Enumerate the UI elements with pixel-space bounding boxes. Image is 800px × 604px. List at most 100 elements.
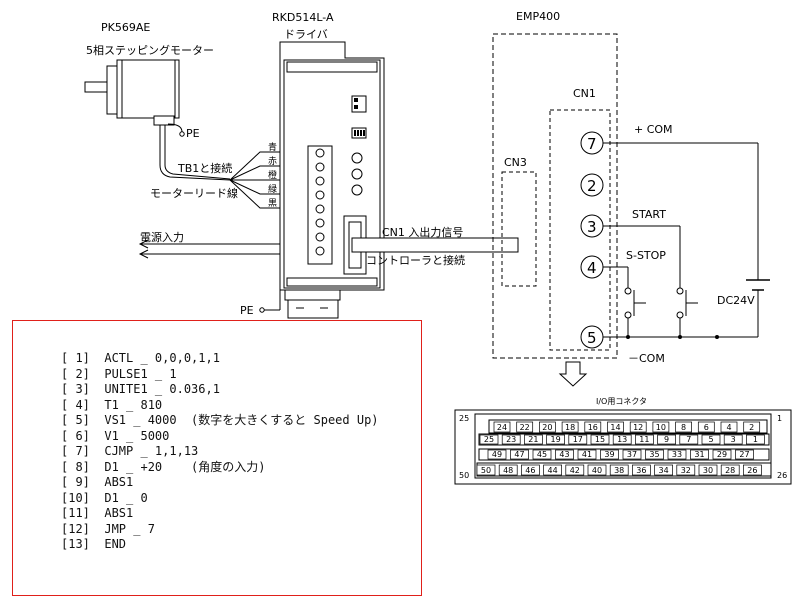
pin-7: 7 (587, 135, 597, 153)
connector-pin-box (697, 421, 715, 433)
connector-pin-box (657, 434, 676, 445)
corner-1: 1 (777, 414, 782, 423)
controller-conn-label: コントローラと接続 (366, 253, 465, 267)
wire-color-red: 赤 (268, 156, 277, 167)
connector-pin-13: 13 (617, 435, 627, 444)
stepping-motor (84, 59, 180, 126)
pin-3: 3 (587, 218, 597, 236)
connector-pin-box (555, 449, 574, 460)
program-line: [12] JMP _ 7 (61, 521, 155, 536)
connector-pin-box (622, 449, 642, 460)
connector-pin-46: 46 (525, 466, 535, 475)
connector-pin-box (652, 421, 670, 433)
connector-pin-38: 38 (614, 466, 624, 475)
connector-pin-box (479, 434, 499, 445)
wire-color-green: 緑 (268, 183, 277, 195)
connector-pin-box (612, 434, 632, 445)
connector-pin-7: 7 (686, 435, 691, 444)
pe-label-motor: PE (186, 127, 200, 140)
connector-pin-40: 40 (592, 466, 602, 475)
connector-pin-box (532, 449, 552, 460)
connector-pin-box (654, 464, 673, 476)
program-line: [13] END (61, 537, 127, 551)
connector-pin-box (632, 464, 651, 476)
connector-pin-box (501, 434, 521, 445)
motor-model-label: PK569AE (101, 21, 150, 34)
connector-pin-box (676, 464, 696, 476)
connector-pin-32: 32 (681, 466, 691, 475)
program-line: [ 2] PULSE1 _ 1 (61, 366, 177, 381)
connector-pin-box (539, 421, 556, 433)
cn1-label: CN1 (573, 87, 596, 100)
connector-pin-box (476, 464, 496, 476)
connector-pin-3: 3 (731, 435, 736, 444)
connector-pin-box (723, 434, 743, 445)
minus-com-label: －COM (628, 352, 665, 365)
cn1-block (549, 109, 611, 351)
connector-pin-box (679, 434, 699, 445)
connector-pin-box (561, 421, 579, 433)
pe-terminal-motor (179, 131, 185, 137)
connector-pin-box (487, 449, 507, 460)
driver-desc-label: ドライバ (284, 28, 328, 41)
connector-pin-box (720, 464, 740, 476)
connector-pin-16: 16 (588, 423, 598, 432)
connector-pin-30: 30 (703, 466, 713, 475)
connector-pin-17: 17 (573, 435, 583, 444)
down-arrow-icon (558, 361, 588, 387)
connector-pin-43: 43 (559, 450, 569, 459)
connector-pin-24: 24 (497, 423, 507, 432)
connector-pin-box (735, 449, 754, 460)
connector-pin-box (498, 464, 518, 476)
connector-pin-26: 26 (747, 466, 757, 475)
connector-pin-8: 8 (681, 423, 686, 432)
connector-pin-4: 4 (726, 423, 731, 432)
program-line: [ 7] CJMP _ 1,1,13 (61, 444, 199, 458)
connector-pin-31: 31 (694, 450, 704, 459)
motor-desc-label: 5相ステッピングモーター (86, 43, 214, 57)
connector-pin-box (690, 449, 709, 460)
connector-pin-box (645, 449, 664, 460)
program-line: [10] D1 _ 0 (61, 490, 148, 505)
dc24v-label: DC24V (717, 294, 755, 307)
power-input-label: 電源入力 (140, 230, 184, 244)
connector-pin-44: 44 (548, 466, 558, 475)
s-stop-label: S-STOP (626, 249, 666, 262)
connector-pin-19: 19 (551, 435, 561, 444)
connector-pin-box (510, 449, 529, 460)
connector-pin-14: 14 (610, 423, 620, 432)
corner-26: 26 (777, 471, 787, 480)
connector-pin-50: 50 (481, 466, 491, 475)
program-line: [ 3] UNITE1 _ 0.036,1 (61, 382, 220, 396)
connector-pin-12: 12 (633, 423, 643, 432)
connector-pin-18: 18 (565, 423, 575, 432)
connector-pin-box (565, 464, 585, 476)
driver-model-label: RKD514L-A (272, 11, 334, 24)
connector-pin-box (577, 449, 597, 460)
program-line: [ 4] T1 _ 810 (61, 397, 163, 412)
connector-pin-49: 49 (492, 450, 502, 459)
controller-model-label: EMP400 (516, 10, 560, 23)
cn1-pins: 7 2 3 4 5 (580, 131, 604, 349)
pin-5: 5 (587, 329, 597, 347)
connector-pin-box (546, 434, 565, 445)
driver-unit (279, 41, 385, 319)
connector-pin-box (607, 421, 624, 433)
connector-pin-box (493, 421, 511, 433)
program-line: [ 9] ABS1 (61, 475, 134, 489)
connector-pin-34: 34 (659, 466, 669, 475)
connector-pin-box (629, 421, 647, 433)
connector-pin-box (743, 421, 761, 433)
connector-pin-15: 15 (595, 435, 605, 444)
connector-pin-1: 1 (753, 435, 758, 444)
connector-pin-36: 36 (636, 466, 646, 475)
wire-color-black: 黒 (268, 198, 277, 209)
connector-pin-48: 48 (503, 466, 513, 475)
connector-pin-41: 41 (582, 450, 592, 459)
connector-pin-37: 37 (627, 450, 637, 459)
connector-pin-box (516, 421, 534, 433)
connector-pin-box (746, 434, 765, 445)
connector-pin-45: 45 (537, 450, 547, 459)
program-lines: [ 1] ACTL _ 0,0,0,1,1 [ 2] PULSE1 _ 1 [ … (61, 351, 379, 553)
corner-50: 50 (459, 471, 469, 480)
